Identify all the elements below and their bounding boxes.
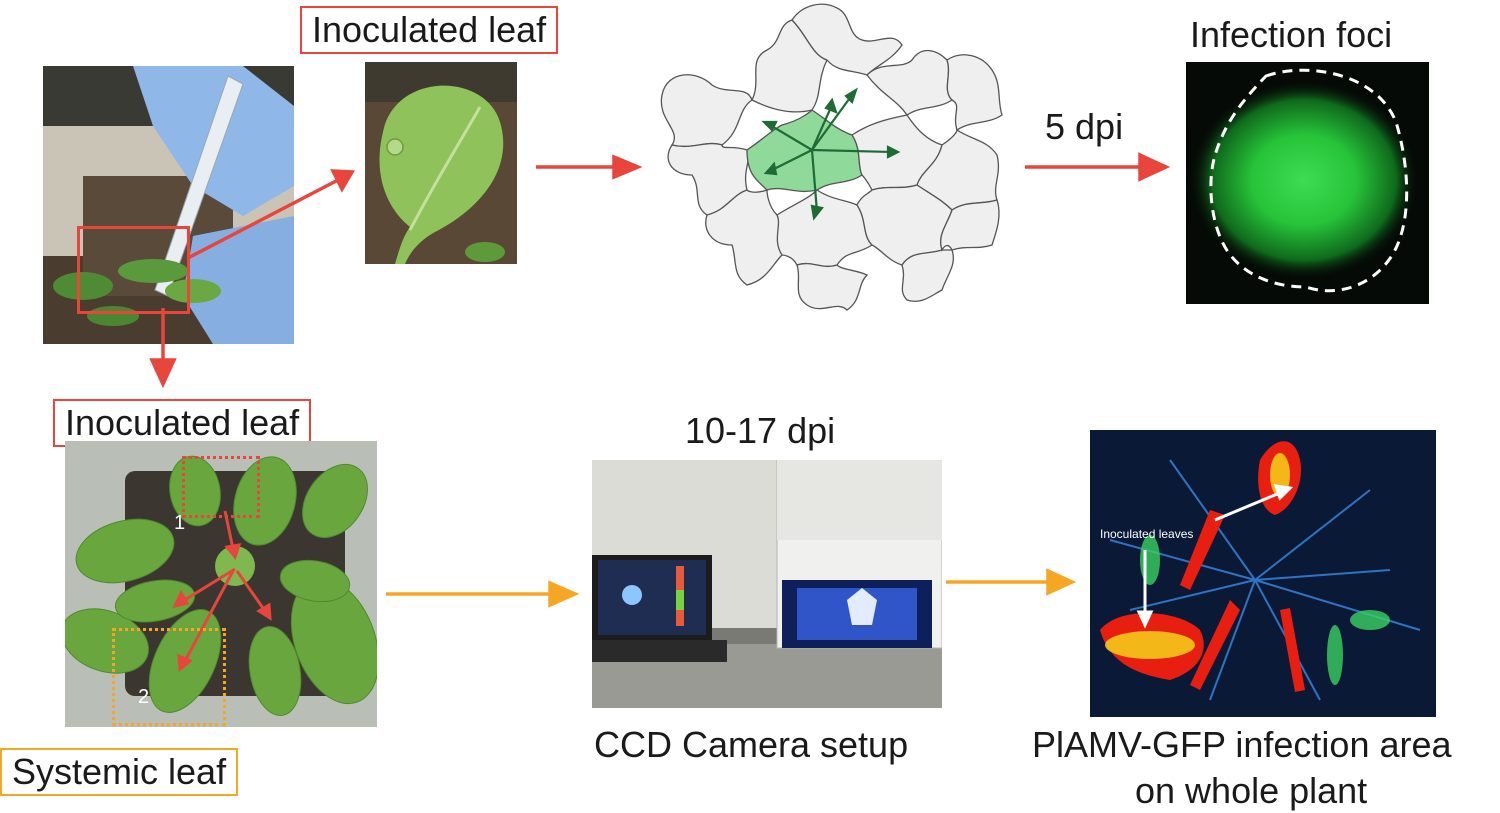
plamv-label-line1: PlAMV-GFP infection area: [1032, 724, 1452, 765]
plamv-label-line2: on whole plant: [1135, 770, 1368, 811]
infection-foci-image: [1186, 62, 1429, 304]
ccd-camera-setup-photo: [592, 460, 942, 708]
inoculated-leaf-bottom-label: Inoculated leaf: [53, 399, 312, 447]
inoculated-leaf-highlight: [182, 456, 260, 518]
epidermal-cells-diagram: [652, 0, 1012, 318]
ccd-camera-setup-label: CCD Camera setup: [594, 724, 909, 765]
infection-foci-label: Infection foci: [1190, 14, 1393, 55]
inoculated-leaves-annotation: Inoculated leaves: [1100, 527, 1194, 541]
five-dpi-label: 5 dpi: [1045, 106, 1124, 147]
systemic-leaf-label: Systemic leaf: [0, 748, 239, 796]
whole-plant-fluorescence-image: [1090, 430, 1436, 717]
ten-seventeen-dpi-label: 10-17 dpi: [685, 410, 836, 451]
systemic-leaf-highlight: [112, 628, 226, 726]
inoculated-leaf-top-label: Inoculated leaf: [300, 6, 559, 54]
inoculation-highlight-box: [77, 226, 190, 314]
inoculated-leaf-photo: [365, 62, 517, 264]
leaf-marker-2: 2: [138, 686, 150, 708]
leaf-marker-1: 1: [174, 512, 186, 534]
